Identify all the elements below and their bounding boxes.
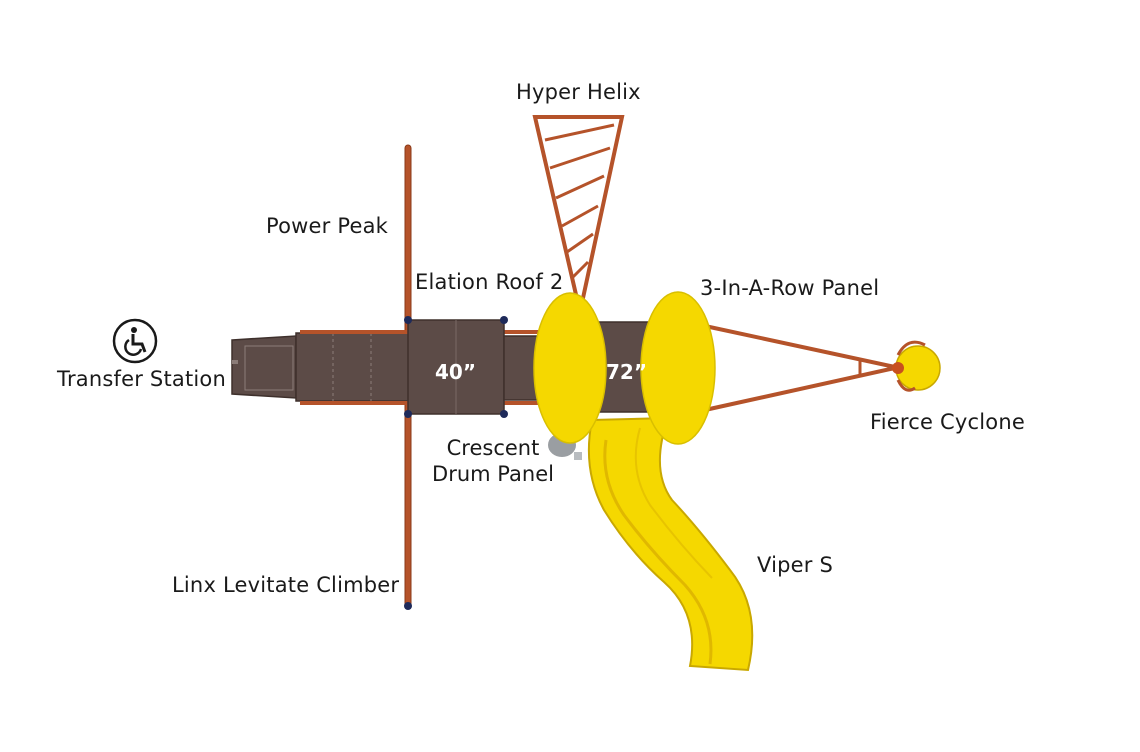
label-fierce-cyclone: Fierce Cyclone: [870, 410, 1025, 434]
wheelchair-accessibility-icon: [112, 318, 158, 364]
deck-40: [404, 316, 508, 418]
label-linx-climber: Linx Levitate Climber: [172, 573, 400, 597]
transfer-station-deck: [231, 332, 411, 402]
label-crescent-line1: Crescent: [446, 436, 540, 460]
deck-label-72: 72”: [606, 360, 647, 384]
fierce-cyclone-seat: [892, 340, 941, 392]
roof-panel-right: [640, 291, 716, 445]
label-elation-roof: Elation Roof 2: [415, 270, 564, 294]
roof-panel-left: [533, 292, 607, 444]
viper-s-slide: [587, 416, 754, 672]
label-crescent-line2: Drum Panel: [432, 462, 554, 486]
fierce-cyclone-frame: [703, 324, 896, 412]
label-transfer-station: Transfer Station: [57, 367, 226, 391]
deck-label-40: 40”: [435, 360, 476, 384]
label-power-peak: Power Peak: [266, 214, 389, 238]
label-hyper-helix: Hyper Helix: [516, 80, 641, 104]
hyper-helix: [532, 115, 625, 313]
label-viper-s: Viper S: [757, 553, 834, 577]
label-crescent-drum-panel: Crescent Drum Panel: [432, 435, 554, 487]
label-three-in-a-row: 3-In-A-Row Panel: [700, 276, 880, 300]
